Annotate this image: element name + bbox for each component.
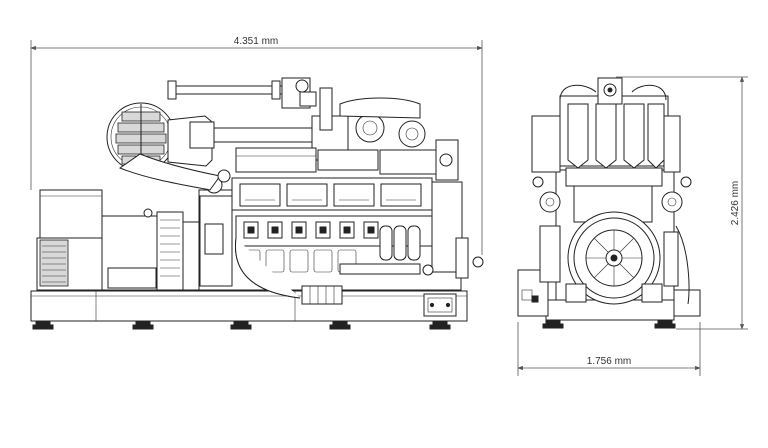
- alternator: [36, 189, 200, 291]
- length-dimension-label: 4.351 mm: [234, 36, 278, 47]
- top-intercooler: [531, 77, 681, 173]
- side-view: [30, 77, 484, 330]
- height-dimension-label: 2.426 mm: [730, 181, 741, 225]
- length-dimension: 4.351 mm: [30, 36, 483, 255]
- flywheel: [567, 211, 661, 305]
- width-dimension: 1.756 mm: [517, 322, 701, 376]
- width-dimension-label: 1.756 mm: [587, 356, 631, 367]
- exhaust-system: [106, 77, 459, 191]
- engine-block: [198, 176, 484, 305]
- filters: [379, 225, 421, 261]
- end-view: [517, 77, 701, 329]
- base-frame: [30, 290, 468, 322]
- height-dimension: 2.426 mm: [616, 76, 748, 330]
- mounting-feet: [32, 320, 451, 330]
